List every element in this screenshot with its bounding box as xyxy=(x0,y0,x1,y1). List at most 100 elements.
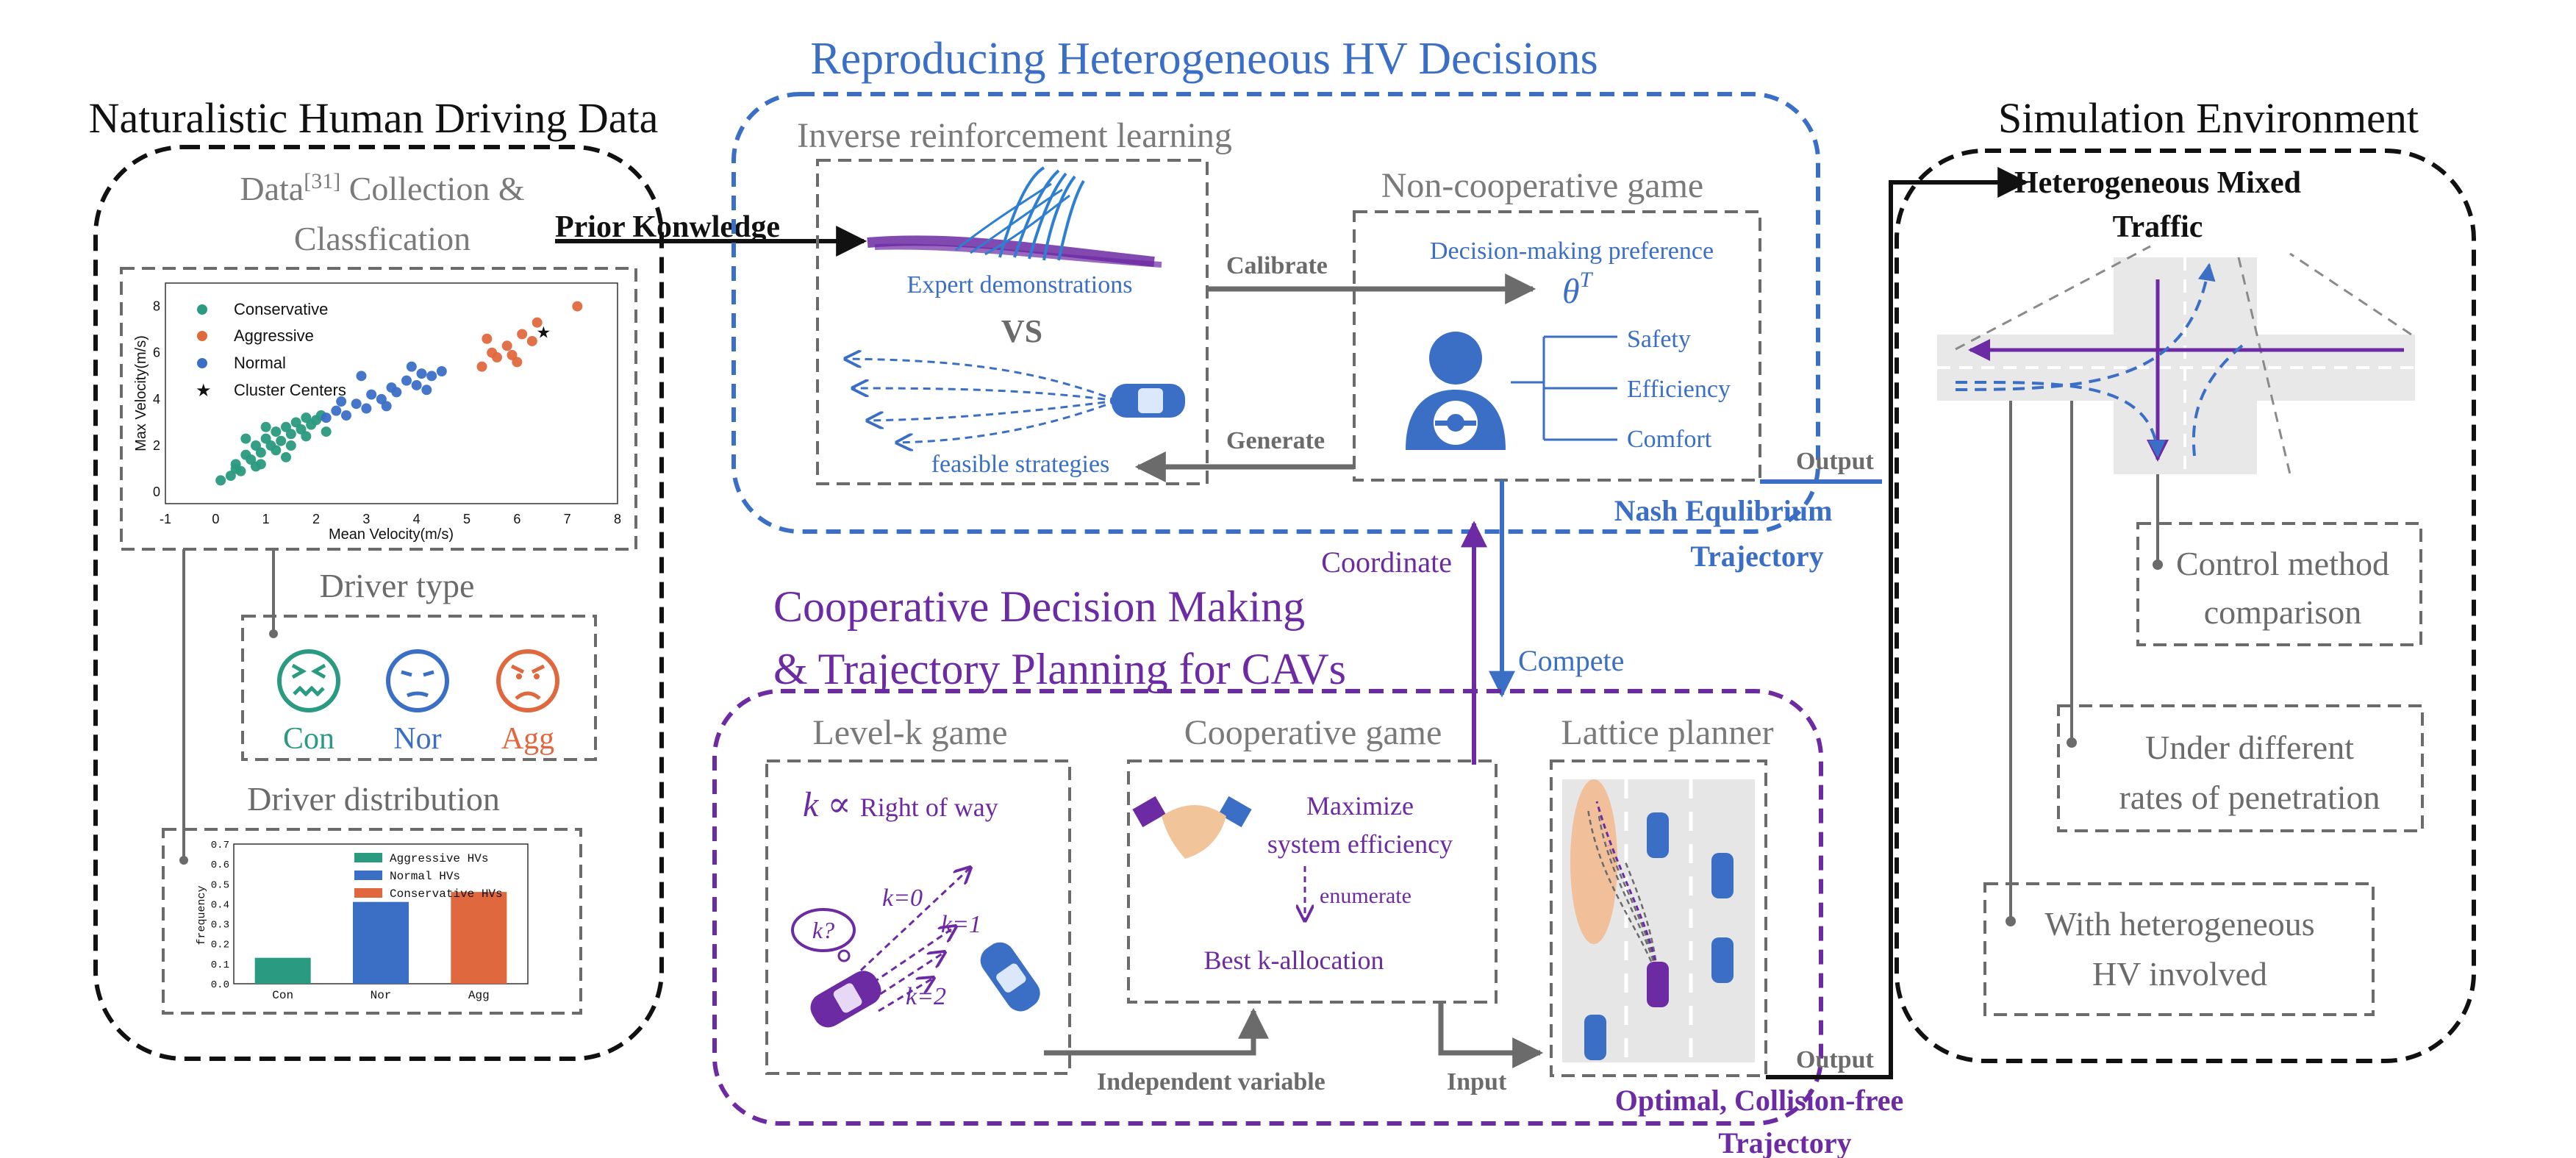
penetration-frame xyxy=(2057,704,2424,832)
scatter-y-tick: 6 xyxy=(153,346,160,360)
aggressive-face-icon xyxy=(496,649,559,712)
k1-label: k=1 xyxy=(941,911,981,938)
scatter-point xyxy=(482,333,493,344)
connector-dot xyxy=(179,856,188,865)
coordinate-label: Coordinate xyxy=(1321,546,1452,579)
scatter-point xyxy=(391,387,402,398)
scatter-point xyxy=(240,433,251,444)
compete-label: Compete xyxy=(1518,644,1624,677)
expert-trajectories-image xyxy=(867,166,1162,268)
mixed-traffic-heading-line2: Traffic xyxy=(2113,210,2203,244)
heterogeneous-hv-label-line2: HV involved xyxy=(2092,955,2267,993)
driver-distribution-heading: Driver distribution xyxy=(247,780,500,818)
independent-variable-arrow xyxy=(1044,1007,1269,1056)
control-method-frame xyxy=(2136,522,2422,646)
top-panel: Reproducing Heterogeneous HV Decisions I… xyxy=(731,34,1874,573)
driver-type-nor: Nor xyxy=(393,722,441,756)
connector-dot xyxy=(269,629,278,638)
bar-x-tick: Nor xyxy=(371,989,392,1002)
top-panel-frame xyxy=(731,92,1820,534)
penetration-label: Under different xyxy=(2145,729,2354,766)
normal-face-icon xyxy=(386,649,449,712)
bottom-output-line xyxy=(1766,167,2029,1079)
scatter-y-label: Max Velocity(m/s) xyxy=(133,335,149,451)
legend-label-aggressive: Aggressive xyxy=(234,326,314,345)
bottom-panel-frame xyxy=(712,689,1823,1126)
decision-making-preference-label: Decision-making preference xyxy=(1430,237,1714,265)
lattice-planner-frame xyxy=(1550,760,1767,1077)
scatter-x-label: Mean Velocity(m/s) xyxy=(329,526,454,543)
connector-dot xyxy=(2006,916,2016,926)
input-label: Input xyxy=(1447,1068,1507,1096)
control-method-label-line2: comparison xyxy=(2204,593,2362,631)
data-collection-heading: Data[31] Collection & xyxy=(240,169,524,207)
scatter-point xyxy=(255,447,266,458)
scatter-x-tick: 4 xyxy=(413,512,421,526)
scatter-point xyxy=(501,340,512,351)
scatter-point xyxy=(260,421,271,432)
prior-knowledge-label: Prior Konwledge xyxy=(555,210,780,244)
scatter-point xyxy=(426,371,437,382)
handshake-icon xyxy=(1132,796,1252,859)
irl-frame xyxy=(816,159,1209,485)
bar-legend-aggressive: Aggressive HVs xyxy=(390,852,488,865)
scatter-point xyxy=(321,426,332,437)
scatter-point xyxy=(436,366,447,376)
conservative-face-icon xyxy=(277,649,340,712)
pref-safety: Safety xyxy=(1627,326,1691,353)
scatter-point xyxy=(215,475,226,486)
feasible-strategies-label: feasible strategies xyxy=(931,451,1110,478)
scatter-x-tick: 5 xyxy=(463,512,471,526)
level-k-game-heading: Level-k game xyxy=(812,713,1007,752)
scatter-x-tick: 3 xyxy=(362,512,370,526)
driver-type-agg: Agg xyxy=(501,722,554,756)
scatter-point xyxy=(356,371,367,382)
driver-at-wheel-icon xyxy=(1406,332,1506,450)
system-efficiency-label: system efficiency xyxy=(1267,829,1453,859)
scatter-point xyxy=(492,352,502,363)
car-icon xyxy=(1112,384,1185,418)
legend-marker-conservative xyxy=(197,304,207,315)
bar-nor xyxy=(353,901,409,984)
level-k-arrows xyxy=(851,868,970,1012)
bottom-panel-title-line1: Cooperative Decision Making xyxy=(773,582,1305,631)
bar-legend: Aggressive HVs Normal HVs Conservative H… xyxy=(354,852,503,901)
scatter-point xyxy=(271,426,282,437)
scatter-point xyxy=(406,361,417,372)
scatter-point xyxy=(331,405,342,416)
left-panel: Naturalistic Human Driving Data Data[31]… xyxy=(89,94,664,1061)
non-cooperative-game-frame xyxy=(1353,210,1761,482)
optimal-trajectory-label: Optimal, Collision-free xyxy=(1615,1084,1904,1117)
thought-bubble-text: k? xyxy=(812,917,834,943)
bottom-panel: Cooperative Decision Making & Trajectory… xyxy=(712,582,1904,1158)
bar-legend-normal: Normal HVs xyxy=(390,870,460,883)
scatter-point xyxy=(251,461,261,472)
bar-y-tick: 0.0 xyxy=(211,979,229,991)
bar-legend-swatch-aggressive xyxy=(354,853,382,862)
bar-y-tick: 0.7 xyxy=(211,840,229,851)
bar-y-label: frequency xyxy=(196,885,208,945)
scatter-point xyxy=(351,398,362,410)
scatter-point xyxy=(526,335,537,346)
scatter-point xyxy=(230,463,241,474)
data-collection-heading-line2: Classfication xyxy=(294,220,471,257)
scatter-x-tick: 6 xyxy=(513,512,520,526)
optimal-trajectory-label-line2: Trajectory xyxy=(1718,1126,1851,1158)
top-output-label: Output xyxy=(1796,448,1874,475)
k0-label: k=0 xyxy=(882,884,923,912)
scatter-point xyxy=(361,403,372,414)
legend-label-normal: Normal xyxy=(234,354,286,372)
intersection-image xyxy=(1937,245,2415,475)
top-panel-title: Reproducing Heterogeneous HV Decisions xyxy=(810,34,1598,84)
scatter-point-cluster-center: ★ xyxy=(537,323,551,341)
input-arrow xyxy=(1438,1002,1544,1068)
scatter-x-tick: 2 xyxy=(312,512,320,526)
cooperative-game-frame xyxy=(1127,760,1498,1004)
scatter-point xyxy=(301,431,312,442)
lattice-road-image xyxy=(1562,779,1755,1062)
calibrate-label: Calibrate xyxy=(1226,252,1328,279)
nash-equilibrium-label: Nash Equlibrium xyxy=(1614,494,1833,527)
